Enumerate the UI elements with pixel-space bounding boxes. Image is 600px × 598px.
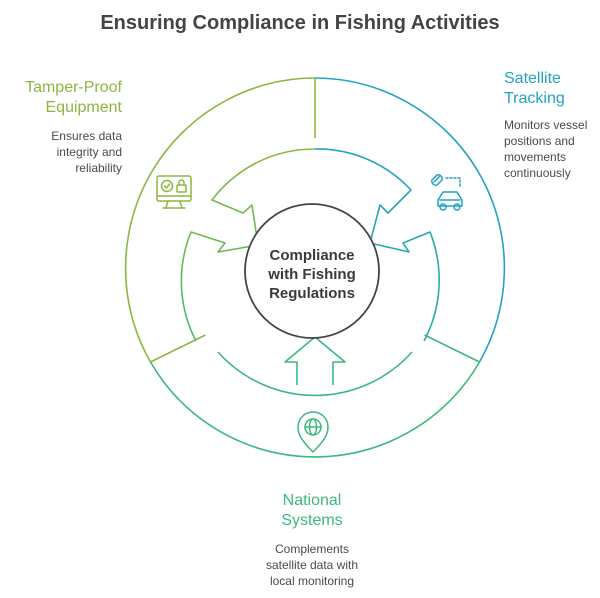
segment-desc-tamper-proof-line3: reliability (75, 161, 122, 175)
segment-title-satellite-tracking-line1: Satellite (504, 70, 561, 87)
segment-desc-national-systems-line1: Complements (274, 542, 350, 556)
center-label-line2: with Fishing (267, 266, 356, 283)
segment-desc-national-systems: Complements satellite data with local mo… (232, 541, 392, 589)
segment-desc-satellite-tracking-line3: movements (504, 150, 567, 164)
monitor-check-lock-icon (156, 175, 192, 209)
outer-ring-national-systems (149, 361, 481, 458)
segment-desc-tamper-proof: Ensures data integrity and reliability (0, 128, 122, 176)
outer-ring-tamper-proof (124, 77, 316, 363)
page-title: Ensuring Compliance in Fishing Activitie… (100, 12, 500, 34)
divider-left (150, 334, 206, 363)
center-label-line1: Compliance (269, 247, 354, 264)
inner-band-tamper-proof (180, 148, 316, 342)
segment-desc-tamper-proof-line2: integrity and (56, 145, 122, 159)
segment-title-tamper-proof-line1: Tamper-Proof (25, 79, 122, 96)
divider-right (424, 334, 480, 363)
segment-title-satellite-tracking: Satellite Tracking (504, 69, 598, 109)
segment-desc-satellite-tracking: Monitors vessel positions and movements … (504, 117, 600, 181)
globe-pin-icon (297, 411, 329, 453)
segment-title-tamper-proof-line2: Equipment (45, 99, 123, 116)
segment-title-national-systems: National Systems (230, 491, 394, 531)
segment-desc-satellite-tracking-line2: positions and (504, 134, 575, 148)
satellite-car-icon (431, 174, 463, 211)
center-circle (244, 203, 380, 339)
segment-title-national-systems-line2: Systems (281, 512, 343, 529)
segment-desc-satellite-tracking-line4: continuously (504, 166, 571, 180)
inner-band-national-systems (217, 351, 413, 397)
center-label-line3: Regulations (269, 285, 355, 302)
segment-desc-tamper-proof-line1: Ensures data (51, 129, 122, 143)
segment-desc-satellite-tracking-line1: Monitors vessel (504, 118, 588, 132)
segment-title-national-systems-line1: National (282, 492, 342, 509)
segment-desc-national-systems-line3: local monitoring (269, 574, 355, 588)
upward-arrow-national-systems (284, 336, 346, 385)
segment-title-tamper-proof: Tamper-Proof Equipment (0, 78, 122, 118)
outer-ring-satellite-tracking (314, 77, 506, 363)
segment-title-satellite-tracking-line2: Tracking (504, 90, 565, 107)
segment-desc-national-systems-line2: satellite data with (265, 558, 359, 572)
